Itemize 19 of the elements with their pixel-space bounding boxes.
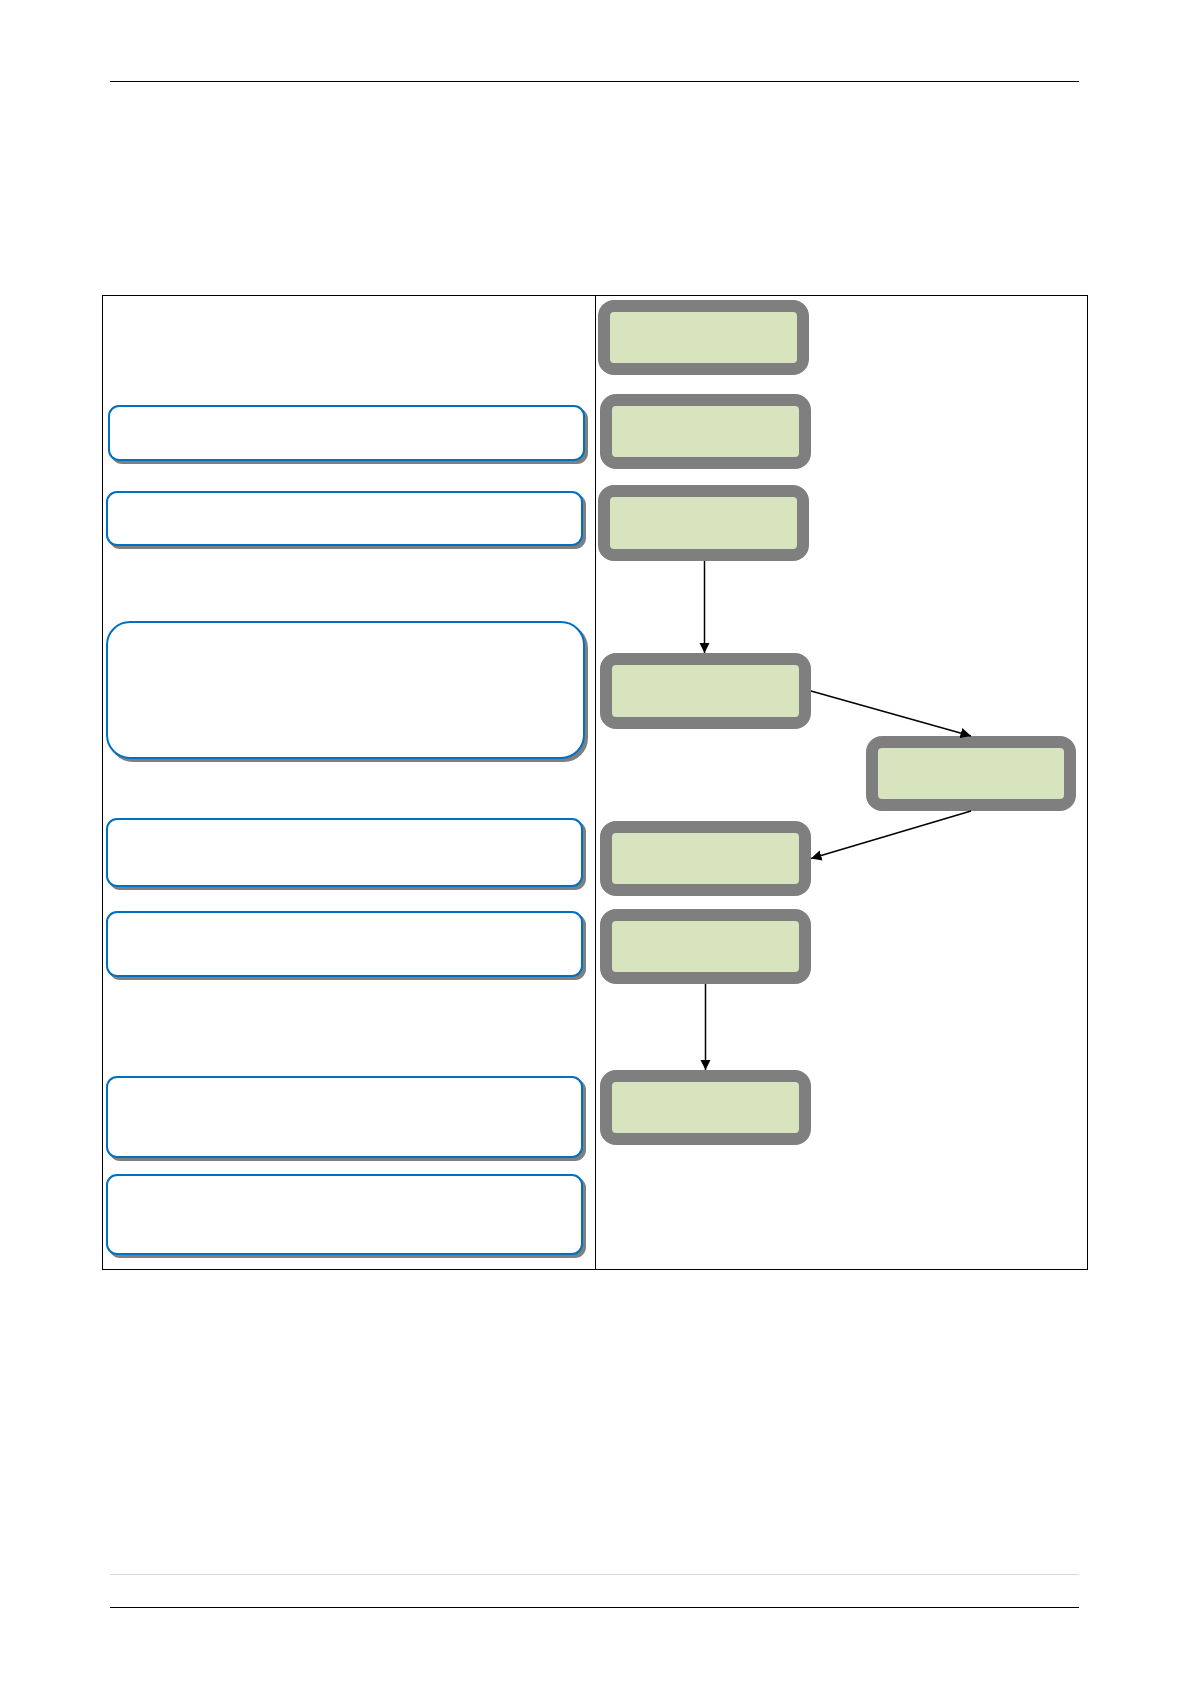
process-box [598,300,809,375]
rounded-box [106,1076,583,1158]
process-box [600,1070,811,1145]
process-box [600,394,811,469]
process-box [598,485,809,561]
process-box [600,653,811,729]
rounded-box [106,491,583,546]
rounded-box [106,1174,583,1255]
process-box [600,909,811,984]
rounded-box [106,818,583,887]
arrow [700,983,711,1071]
arrow [810,810,972,861]
rounded-box [106,621,585,759]
process-box [866,736,1076,811]
rounded-box [108,405,585,461]
arrow [810,690,972,739]
process-box [600,821,811,896]
arrow [699,560,710,654]
rounded-box [106,911,583,977]
